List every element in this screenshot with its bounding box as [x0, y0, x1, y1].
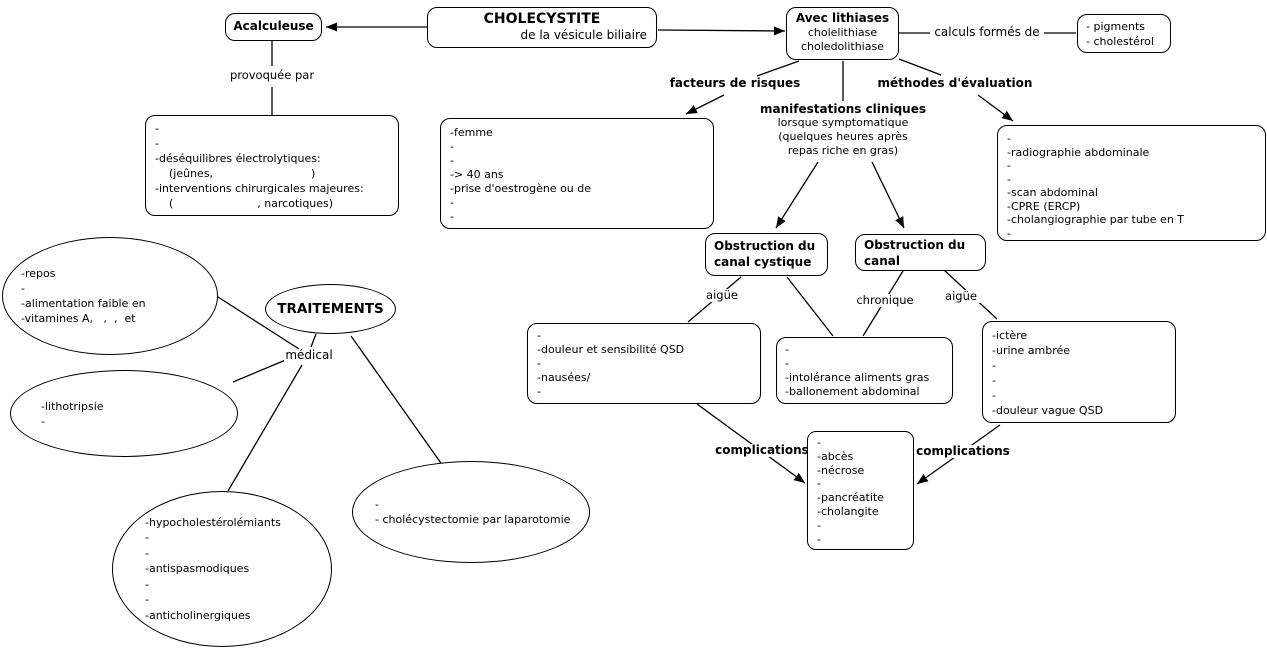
- edge-manifest-cystique: [775, 161, 819, 229]
- traitements-label: TRAITEMENTS: [277, 301, 384, 317]
- edge-rest-medical: [217, 296, 300, 350]
- edge-label-provoquee-par: provoquée par: [222, 69, 322, 82]
- manifest-block: manifestations cliniques lorsque symptom…: [750, 102, 936, 158]
- lithiases-label: Avec lithiases: [795, 11, 890, 25]
- edge-root-lithiases: [657, 26, 786, 36]
- cholecystite-subtitle: de la vésicule biliaire: [520, 28, 647, 42]
- lithiases-sublabels: cholelithiase choledolithiase: [801, 26, 884, 53]
- edge-label-facteurs-de-risques: facteurs de risques: [668, 76, 802, 90]
- edge-label-complications-right: complications: [914, 445, 1012, 458]
- node-methodes-evaluation[interactable]: - -radiographie abdominale - - -scan abd…: [997, 125, 1266, 241]
- edge-lithiases-risklabel: [756, 60, 800, 77]
- edge-label-aigue-canal: aigüe: [940, 290, 982, 303]
- lithotripsie-text: -lithotripsie -: [41, 399, 104, 428]
- repos-text: -repos - -alimentation faible en -vitami…: [21, 267, 146, 325]
- node-symptomes-aigus-canal[interactable]: -ictère -urine ambrée - - - -douleur vag…: [982, 321, 1176, 423]
- edge-label-methodes-evaluation: méthodes d'évaluation: [876, 76, 1034, 90]
- medicaments-text: -hypocholestérolémiants - - -antispasmod…: [145, 515, 281, 622]
- edge-litho-medical: [232, 358, 289, 383]
- edge-label-chronique: chronique: [853, 294, 917, 307]
- edge-traitements-medical: [310, 333, 317, 348]
- edge-evallabel-evalbox: [977, 94, 1014, 122]
- node-cholecystite[interactable]: CHOLECYSTITE de la vésicule biliaire: [427, 7, 657, 48]
- acalculeuse-label: Acalculeuse: [233, 19, 314, 33]
- node-acalculeuse[interactable]: Acalculeuse: [225, 13, 322, 41]
- manifestations-subtext: lorsque symptomatique (quelques heures a…: [777, 116, 909, 157]
- node-symptomes-chroniques[interactable]: - - -intolérance aliments gras -ballonem…: [776, 337, 953, 404]
- node-lithotripsie[interactable]: -lithotripsie -: [10, 370, 238, 457]
- edge-manifest-canal: [871, 161, 905, 229]
- node-repos-alimentation[interactable]: -repos - -alimentation faible en -vitami…: [2, 237, 218, 355]
- node-avec-lithiases[interactable]: Avec lithiases cholelithiase choledolith…: [786, 7, 899, 60]
- node-medicaments[interactable]: -hypocholestérolémiants - - -antispasmod…: [112, 491, 332, 647]
- node-obstruction-canal-cystique[interactable]: Obstruction du canal cystique: [705, 233, 828, 276]
- edge-label-aigue-cystique: aigüe: [701, 289, 743, 302]
- node-acalculeuse-causes[interactable]: - - -déséquilibres électrolytiques: (jeû…: [145, 115, 399, 216]
- node-complications[interactable]: - -abcès -nécrose - -pancréatite -cholan…: [807, 431, 914, 550]
- edge-acute-complications: [696, 403, 806, 484]
- edge-label-calculs-formes-de: calculs formés de: [931, 26, 1043, 39]
- edge-lithiases-evallabel: [898, 58, 942, 76]
- edge-cystique-chronic: [786, 276, 834, 337]
- node-traitements[interactable]: TRAITEMENTS: [265, 284, 396, 334]
- node-symptomes-aigus-cystique[interactable]: - -douleur et sensibilité QSD - -nausées…: [527, 323, 761, 404]
- edge-medical-drugs: [227, 364, 303, 492]
- edge-traitements-surgery: [350, 335, 444, 467]
- node-cholecystectomie[interactable]: - - cholécystectomie par laparotomie: [352, 461, 590, 563]
- edge-label-manifestations: manifestations cliniques: [760, 102, 926, 116]
- node-obstruction-canal[interactable]: Obstruction du canal: [855, 234, 986, 271]
- node-facteurs-de-risques[interactable]: -femme - - -> 40 ans -prise d'oestrogène…: [440, 118, 714, 229]
- cholecystectomie-text: - - cholécystectomie par laparotomie: [375, 498, 571, 526]
- edge-label-medical: médical: [284, 348, 334, 362]
- cholecystite-title: CHOLECYSTITE: [483, 11, 601, 27]
- node-calculs[interactable]: - pigments - cholestérol: [1077, 14, 1171, 53]
- edge-risklabel-riskbox: [685, 94, 725, 115]
- edge-label-complications-left: complications: [713, 444, 811, 457]
